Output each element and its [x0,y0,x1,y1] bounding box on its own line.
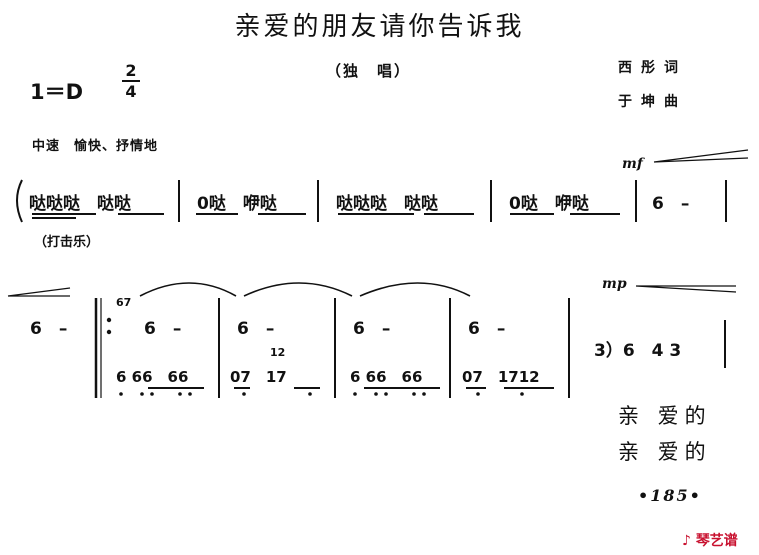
composer-credit: 于坤曲 [618,94,687,110]
page-number: •185• [638,486,702,505]
time-signature-bottom: 4 [125,82,137,101]
repeat-dot [106,329,112,335]
performance-type: （独 唱） [326,62,412,80]
pickup-measure: 6 – [30,319,68,339]
lower-measure-1: 6 66 66 [116,368,189,386]
tie [243,282,353,297]
grace-notes-2: 12 [270,346,286,359]
lyric-line-2: 亲 爱的 [618,440,712,464]
open-paren [16,179,23,223]
tempo-marking: 中速 愉快、抒情地 [32,139,159,154]
lower-measure-2: 07 17 [230,368,287,386]
tie [359,282,471,297]
lower-measure-3: 6 66 66 [350,368,423,386]
dynamic-mf: mf [622,156,643,172]
measure-1: 哒哒哒 哒哒 [29,194,131,214]
tie [139,282,237,297]
dynamic-hairpin [635,285,737,293]
watermark-icon: ♪ [682,533,691,549]
key-signature: 1＝D [30,80,84,104]
time-signature: 2 4 [122,62,140,100]
lower-measure-4: 07 1712 [462,368,540,386]
upper-measure-3: 6 – [353,319,391,339]
repeat-dot [106,317,112,323]
upper-measure-2: 6 – [237,319,275,339]
time-signature-top: 2 [125,61,137,80]
decrescendo-hairpin [7,287,71,297]
percussion-note: （打击乐） [34,235,100,250]
grace-notes: 67 [116,296,132,309]
upper-measure-4: 6 – [468,319,506,339]
watermark-logo: ♪ 琴艺谱 [682,530,738,550]
measure-2: 0哒 咿哒 [197,194,277,214]
measure-4: 0哒 咿哒 [509,194,589,214]
octave-dots [119,392,524,396]
measure-5: 6 – [652,194,690,214]
dynamic-mp: mp [602,276,627,292]
vocal-entry: 3）6 4 3 [594,341,682,361]
lyricist-credit: 西彤词 [618,60,687,76]
lyric-line-1: 亲 爱的 [618,404,712,428]
watermark-text: 琴艺谱 [695,533,738,549]
upper-measure-1: 6 – [144,319,182,339]
song-title: 亲爱的朋友请你告诉我 [234,12,525,42]
time-signature-bar [122,80,140,82]
crescendo-hairpin [653,149,749,163]
measure-3: 哒哒哒 哒哒 [336,194,438,214]
